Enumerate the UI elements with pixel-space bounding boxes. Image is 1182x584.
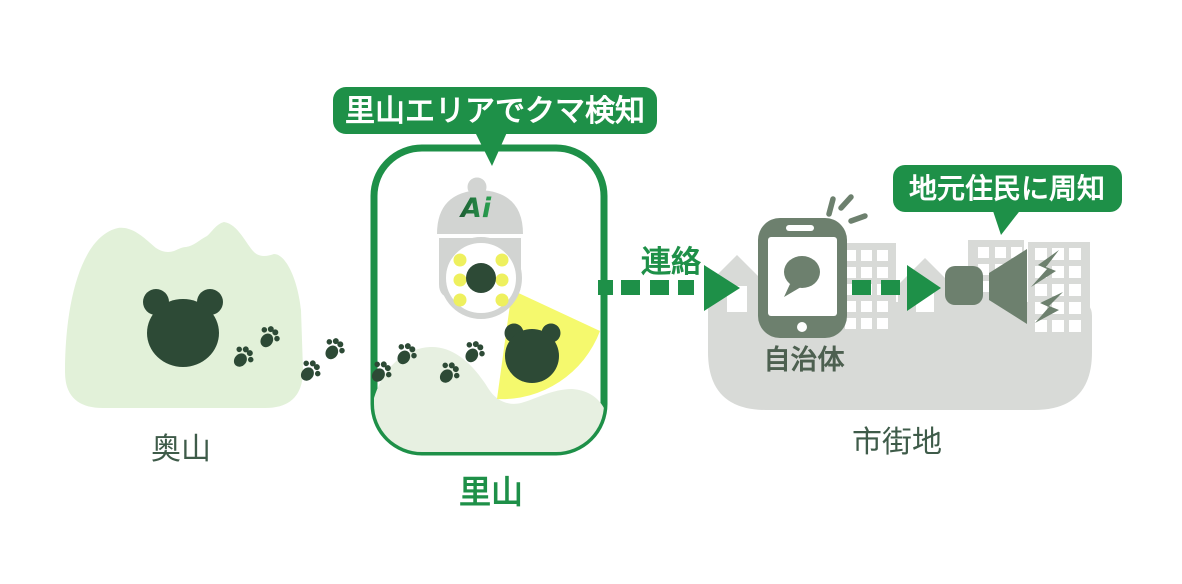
detection-callout-text: 里山エリアでクマ検知 (345, 94, 645, 129)
camera-logo: Ai (459, 193, 492, 224)
notify-callout: 地元住民に周知 (893, 165, 1122, 235)
hill-icon (374, 346, 604, 452)
dashed-arrow-icon (852, 280, 871, 295)
city-label: 市街地 (852, 425, 942, 460)
municipality-label: 自治体 (764, 344, 846, 376)
broadcast-arrow (852, 265, 941, 311)
municipality: 自治体 (758, 194, 868, 376)
camera-lens-icon (466, 263, 496, 293)
camera-led-icon (453, 253, 509, 307)
satoyama-zone: Ai 里山 (365, 144, 608, 511)
alert-icon (826, 194, 868, 224)
bear-icon (504, 323, 561, 383)
ai-camera-icon: Ai (437, 177, 523, 319)
chat-bubble-icon (784, 256, 820, 297)
bear-icon (143, 289, 223, 367)
dashed-arrow-icon (598, 280, 613, 295)
megaphone-icon (945, 249, 1063, 324)
okuyama-label: 奥山 (151, 432, 211, 467)
contact-arrow: 連絡 (598, 245, 740, 311)
satoyama-label: 里山 (459, 473, 523, 511)
smartphone-icon (758, 218, 847, 338)
paw-print-icon (319, 334, 349, 364)
contact-label: 連絡 (641, 245, 702, 280)
sound-bolt-icon (1035, 292, 1063, 323)
detection-callout: 里山エリアでクマ検知 (333, 87, 657, 166)
notify-callout-text: 地元住民に周知 (909, 172, 1105, 205)
